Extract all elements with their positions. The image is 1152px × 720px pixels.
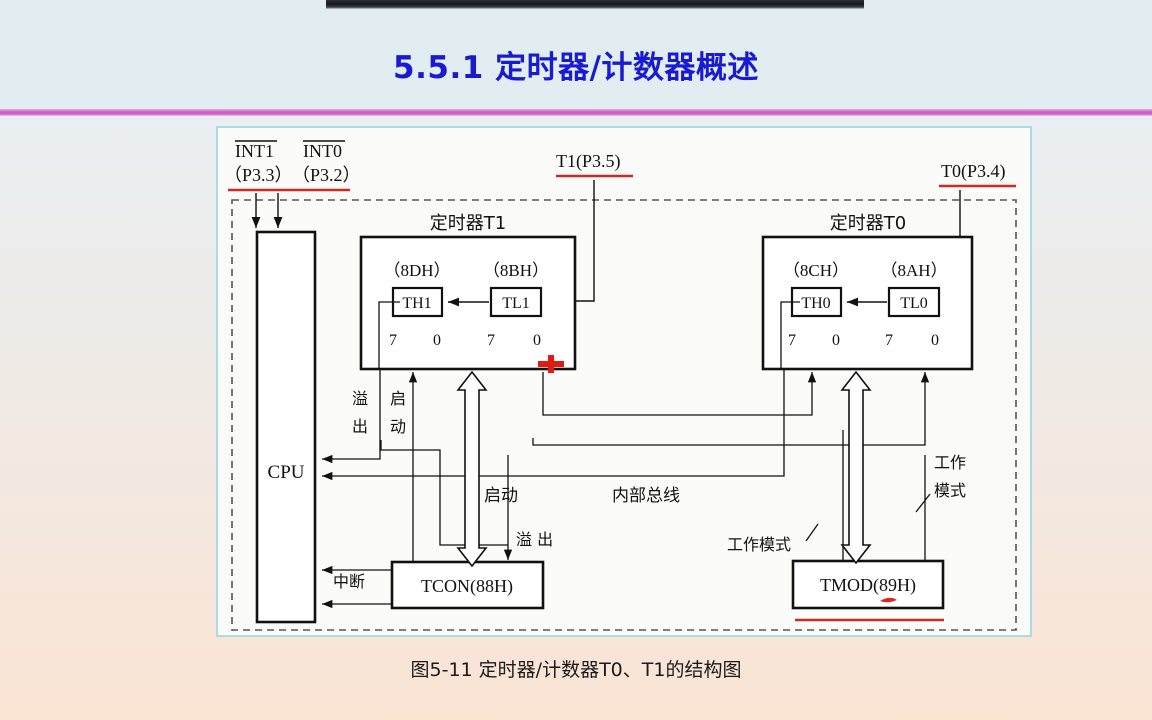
label-overflow-left-2: 出 [352, 417, 368, 436]
title-divider [0, 109, 1152, 116]
pin-label-int1: INT1 （P3.3） [224, 140, 293, 185]
label-internal-bus: 内部总线 [612, 486, 680, 506]
timer-t0-block: 定时器T0 （8CH） （8AH） TH0 TL0 7 0 7 0 [761, 213, 974, 371]
tl1-bit-msb: 7 [487, 332, 495, 349]
tl0-bit-msb: 7 [885, 332, 893, 349]
tl0-address: （8AH） [880, 261, 947, 280]
tl0-bit-lsb: 0 [931, 332, 939, 349]
t0-pin-label: T0(P3.4) [941, 161, 1006, 182]
th0-bit-lsb: 0 [832, 332, 840, 349]
cpu-label: CPU [268, 462, 305, 483]
figure-caption: 图5-11 定时器/计数器T0、T1的结构图 [410, 659, 742, 681]
label-work-mode-left: 工作模式 [727, 535, 791, 554]
tl1-bit-lsb: 0 [533, 332, 541, 349]
page-title: 5.5.1 定时器/计数器概述 [393, 49, 759, 86]
int1-label: INT1 [235, 141, 274, 161]
figure-frame [216, 126, 1032, 637]
timer-t0-title: 定时器T0 [830, 213, 906, 234]
th0-address: （8CH） [783, 261, 849, 280]
th1-bit-lsb: 0 [433, 332, 441, 349]
t1-pin-label: T1(P3.5) [556, 151, 621, 172]
int0-label: INT0 [303, 141, 342, 161]
tl0-register: TL0 [900, 295, 928, 312]
label-overflow-left-1: 溢 [352, 389, 368, 408]
label-start-mid: 启动 [484, 486, 518, 506]
red-cross-marker [538, 355, 564, 373]
th0-register: TH0 [801, 295, 830, 312]
timer-t1-title: 定时器T1 [430, 213, 506, 234]
int1-port: （P3.3） [224, 165, 293, 185]
label-work-mode-right-1: 工作 [934, 453, 966, 472]
th1-bit-msb: 7 [389, 332, 397, 349]
label-overflow-mid: 溢 出 [516, 530, 553, 549]
tl1-register: TL1 [502, 295, 530, 312]
th1-address: （8DH） [383, 261, 450, 280]
label-start-left-2: 动 [390, 417, 406, 436]
bus-arrow-t0 [840, 370, 872, 565]
label-interrupt: 中断 [333, 572, 365, 591]
internal-bus-arrows [456, 370, 872, 568]
cpu-block: CPU [255, 230, 317, 624]
int0-port: （P3.2） [292, 165, 361, 185]
th1-register: TH1 [402, 295, 431, 312]
bus-arrow-t1 [456, 370, 488, 568]
bus-width-ticks [805, 493, 931, 542]
pin-label-int0: INT0 （P3.2） [292, 140, 361, 185]
label-start-left-1: 启 [390, 389, 406, 408]
tmod-block: TMOD(89H) [791, 559, 945, 622]
tcon-label: TCON(88H) [421, 576, 513, 597]
top-decor-bar [326, 0, 864, 9]
signal-text-labels: 溢 出 启 动 启动 溢 出 内部总线 中断 工作模式 工作 模式 [333, 389, 966, 591]
tcon-block: TCON(88H) [390, 560, 545, 610]
pin-label-t0: T0(P3.4) [939, 161, 1016, 188]
pin-label-t1: T1(P3.5) [556, 151, 633, 178]
chip-boundary [231, 199, 1017, 631]
slide-title-band: 5.5.1 定时器/计数器概述 [0, 28, 1152, 100]
timer-t1-block: 定时器T1 （8DH） （8BH） TH1 TL1 7 0 7 0 [359, 213, 577, 371]
label-work-mode-right-2: 模式 [934, 481, 966, 500]
tmod-red-mark [880, 597, 897, 603]
th0-bit-msb: 7 [788, 332, 796, 349]
tmod-label: TMOD(89H) [820, 575, 916, 596]
tl1-address: （8BH） [483, 261, 549, 280]
